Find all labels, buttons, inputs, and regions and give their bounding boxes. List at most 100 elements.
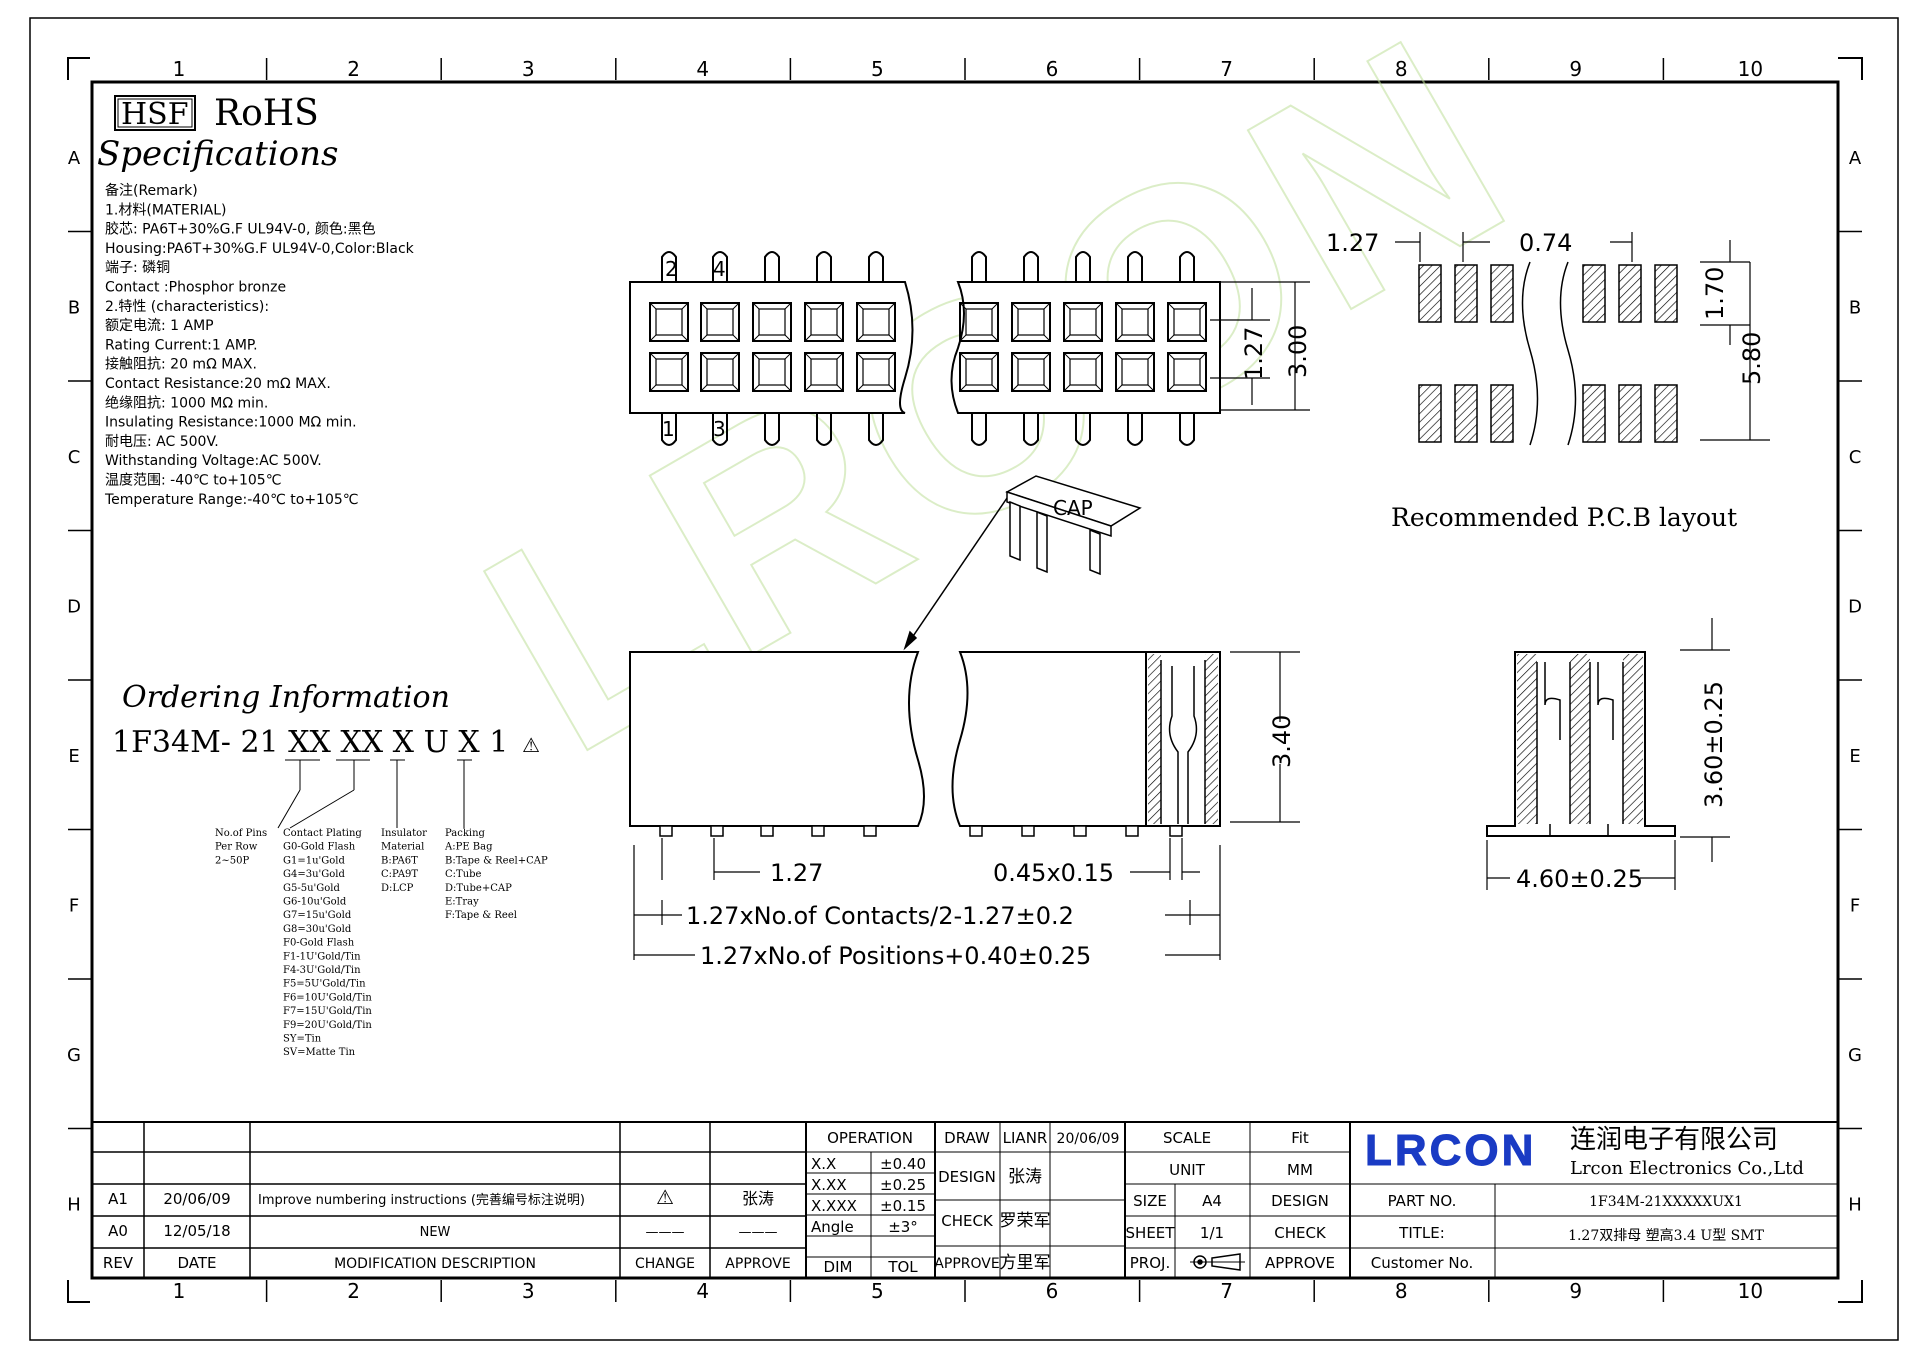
spec-line: 耐电压: AC 500V. xyxy=(105,434,219,450)
ordering-option-line: Packing xyxy=(445,828,486,839)
spec-line: Insulating Resistance:1000 MΩ min. xyxy=(105,415,357,431)
modification-header: MODIFICATION DESCRIPTION xyxy=(334,1256,536,1272)
sheet-value: 1/1 xyxy=(1200,1224,1224,1242)
pin-label-3: 3 xyxy=(713,417,726,441)
ordering-option-line: SY=Tin xyxy=(283,1034,322,1045)
tolerance-dim: X.XX xyxy=(811,1176,847,1194)
hsf-box xyxy=(114,95,196,131)
rohs-label: RoHS xyxy=(214,93,319,134)
dim-3.00: 3.00 xyxy=(1284,325,1312,378)
grid-col-bottom-5: 5 xyxy=(871,1279,884,1303)
check-label: CHECK xyxy=(941,1212,994,1230)
company-logo: LRCON xyxy=(1365,1126,1536,1175)
ordering-option-line: F:Tape & Reel xyxy=(445,910,517,921)
tolerance-value: ±0.25 xyxy=(880,1176,926,1194)
title-label: TITLE: xyxy=(1398,1224,1445,1242)
hsf-label: HSF xyxy=(121,97,189,132)
grid-col-top-3: 3 xyxy=(522,57,535,81)
ordering-option-line: F5=5U'Gold/Tin xyxy=(283,979,366,990)
rev-date-cell: 20/06/09 xyxy=(163,1190,230,1208)
draw-date: 20/06/09 xyxy=(1057,1131,1120,1147)
grid-col-bottom-6: 6 xyxy=(1046,1279,1059,1303)
grid-row-left-F: F xyxy=(69,896,79,917)
grid-row-right-H: H xyxy=(1848,1195,1862,1216)
rev-approve-cell: ——— xyxy=(739,1225,778,1240)
grid-row-left-G: G xyxy=(67,1045,81,1066)
rev-change-cell: ——— xyxy=(646,1225,685,1240)
ordering-option-line: D:LCP xyxy=(381,883,414,894)
rev-approve-cell: 张涛 xyxy=(742,1189,774,1208)
grid-row-right-C: C xyxy=(1849,447,1862,468)
end-view-dims xyxy=(1486,618,1730,890)
side-view xyxy=(629,651,1221,837)
draw-label: DRAW xyxy=(944,1129,990,1147)
solder-tail xyxy=(1125,825,1139,837)
part-no-label: PART NO. xyxy=(1388,1192,1457,1210)
solder-tail xyxy=(863,825,877,837)
customer-no-label: Customer No. xyxy=(1371,1254,1474,1272)
pin-label-1: 1 xyxy=(662,417,675,441)
spec-line: Rating Current:1 AMP. xyxy=(105,337,258,353)
grid-col-top-1: 1 xyxy=(173,57,186,81)
spec-line: 胶芯: PA6T+30%G.F UL94V-0, 颜色:黑色 xyxy=(105,221,376,238)
rev-header: REV xyxy=(103,1254,134,1272)
title-block xyxy=(92,1121,1838,1278)
ordering-option-line: No.of Pins xyxy=(215,828,267,839)
pcb-pad xyxy=(1454,264,1478,323)
pcb-pad xyxy=(1418,384,1442,443)
dim-header: DIM xyxy=(824,1258,853,1276)
solder-tail xyxy=(1169,825,1183,837)
ordering-option-line: F4-3U'Gold/Tin xyxy=(283,965,361,976)
approve-header: APPROVE xyxy=(725,1256,790,1272)
spec-line: Contact Resistance:20 mΩ MAX. xyxy=(105,376,331,392)
grid-row-left-E: E xyxy=(68,746,79,767)
spec-line: 额定电流: 1 AMP xyxy=(105,318,214,334)
pcb-layout xyxy=(1418,261,1678,446)
ordering-option-line: C:Tube xyxy=(445,869,482,880)
dim-3.60: 3.60±0.25 xyxy=(1700,681,1728,808)
ordering-option-line: F7=15U'Gold/Tin xyxy=(283,1006,372,1017)
ordering-option-line: G0-Gold Flash xyxy=(283,842,356,853)
pcb-pad xyxy=(1618,384,1642,443)
pcb-dim-5.80: 5.80 xyxy=(1738,332,1766,385)
pcb-pad xyxy=(1618,264,1642,323)
solder-tail xyxy=(659,825,673,837)
company-name-en: Lrcon Electronics Co.,Ltd xyxy=(1570,1158,1804,1179)
spec-line: 接触阻抗: 20 mΩ MAX. xyxy=(105,356,257,373)
solder-tail xyxy=(710,825,724,837)
grid-col-top-10: 10 xyxy=(1738,57,1763,81)
pcb-dim-1.27: 1.27 xyxy=(1326,229,1379,257)
spec-line: 温度范围: -40℃ to+105℃ xyxy=(105,472,281,489)
ordering-option-line: B:Tape & Reel+CAP xyxy=(445,855,548,866)
grid-col-top-4: 4 xyxy=(696,57,709,81)
ordering-title: Ordering Information xyxy=(122,680,450,715)
ordering-option-line: F9=20U'Gold/Tin xyxy=(283,1020,372,1031)
grid-col-bottom-2: 2 xyxy=(347,1279,360,1303)
grid-col-bottom-10: 10 xyxy=(1738,1279,1763,1303)
design-label: DESIGN xyxy=(938,1168,996,1186)
spec-line: 备注(Remark) xyxy=(105,182,198,199)
solder-tail xyxy=(760,825,774,837)
ordering-option-line: C:PA9T xyxy=(381,869,418,880)
ordering-option-line: F6=10U'Gold/Tin xyxy=(283,992,372,1003)
ordering-option-line: Insulator xyxy=(381,828,427,839)
grid-row-left-H: H xyxy=(67,1195,81,1216)
rev-change-cell: ⚠ xyxy=(656,1185,674,1209)
solder-tail xyxy=(1073,825,1087,837)
grid-row-left-D: D xyxy=(67,597,81,618)
ordering-option-line: G5-5u'Gold xyxy=(283,883,340,894)
pcb-pad xyxy=(1654,384,1678,443)
rev-description: Improve numbering instructions (完善编号标注说明… xyxy=(258,1192,585,1208)
solder-tail xyxy=(811,825,825,837)
dim-4.60: 4.60±0.25 xyxy=(1516,865,1643,893)
grid-col-bottom-3: 3 xyxy=(522,1279,535,1303)
size-label: SIZE xyxy=(1133,1192,1167,1210)
ordering-option-line: F1-1U'Gold/Tin xyxy=(283,951,361,962)
ordering-option-line: Per Row xyxy=(215,842,258,853)
pcb-dim-1.70: 1.70 xyxy=(1701,267,1729,320)
approver-name: 方里军 xyxy=(1000,1253,1051,1273)
grid-col-bottom-7: 7 xyxy=(1220,1279,1233,1303)
change-header: CHANGE xyxy=(635,1256,695,1272)
cap-illustration xyxy=(903,475,1142,651)
